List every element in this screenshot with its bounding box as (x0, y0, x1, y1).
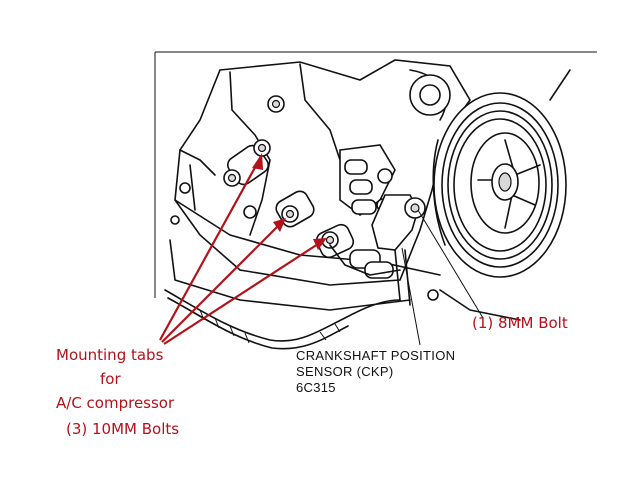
bolt-leader-line (417, 209, 484, 319)
crankshaft-pulley (432, 69, 571, 278)
mounting-tabs-label-line4: (3) 10MM Bolts (66, 420, 179, 438)
mounting-tabs-label-line1: Mounting tabs (56, 346, 164, 364)
mounting-tabs-label-line2: for (100, 370, 121, 388)
leader-lines (401, 209, 484, 346)
arrow-to-middle-tab (161, 225, 279, 343)
ckp-label-line2: SENSOR (CKP) (296, 364, 394, 379)
illustration-frame (154, 51, 597, 298)
ac-mounting-tabs (170, 95, 355, 259)
ckp-label-line1: CRANKSHAFT POSITION (296, 348, 455, 363)
bolt-8mm-label: (1) 8MM Bolt (472, 314, 568, 332)
ckp-leader-line (401, 247, 421, 346)
wiring-harness (164, 289, 521, 350)
ckp-part-number: 6C315 (296, 380, 336, 395)
mounting-tabs-label-line3: A/C compressor (56, 394, 175, 412)
arrow-to-upper-tab (159, 161, 259, 341)
annotation-arrows (159, 153, 327, 345)
engine-block (169, 59, 471, 311)
arrow-to-lower-tab (163, 243, 319, 345)
